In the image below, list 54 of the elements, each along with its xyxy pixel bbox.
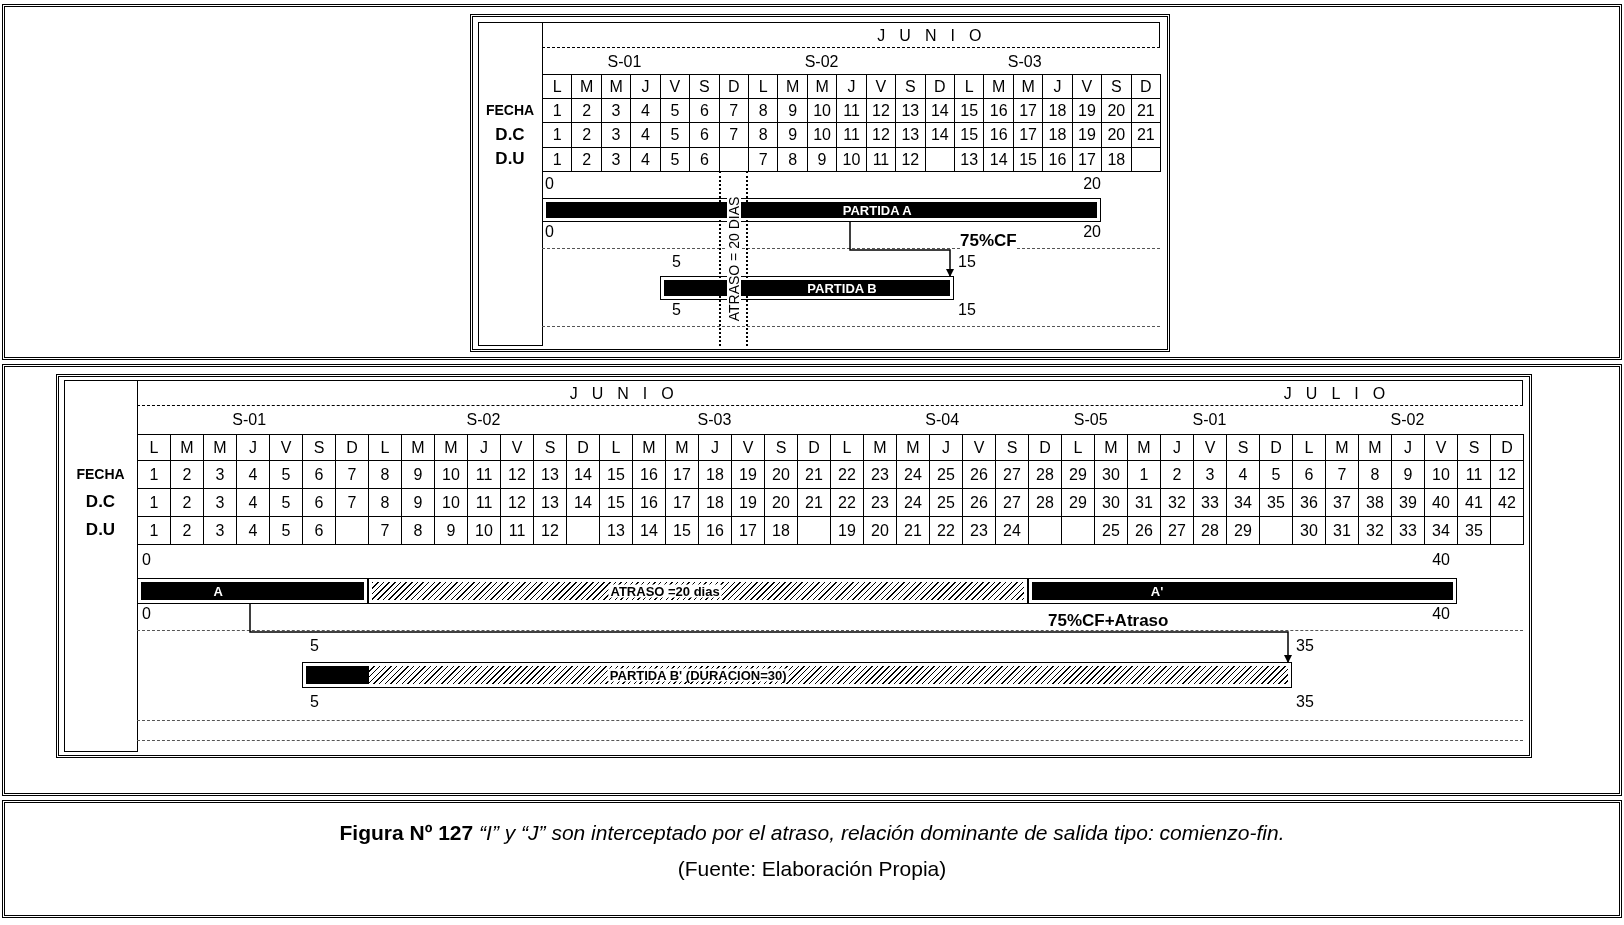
week-label: S-02	[1390, 412, 1425, 428]
month-header: JULIO	[1283, 386, 1400, 402]
bar-label: PARTIDA B' (DURACION=30)	[607, 668, 789, 682]
table-cell: D	[1130, 74, 1161, 99]
task-bar	[1028, 578, 1457, 604]
bar-value: 0	[545, 176, 554, 192]
edge-label: 75%CF+Atraso	[1048, 612, 1169, 629]
week-label: S-03	[697, 412, 732, 428]
week-label: S-01	[607, 54, 642, 70]
week-label: S-01	[232, 412, 267, 428]
bar-value: 40	[1432, 552, 1450, 568]
connector-arrow	[249, 603, 1292, 663]
bar-value: 5	[310, 694, 319, 710]
month-header: JUNIO	[569, 386, 688, 402]
bar-value: 0	[545, 224, 554, 240]
bar-value: 0	[142, 606, 151, 622]
bar-label: PARTIDA A	[842, 203, 912, 217]
bar-label: ATRASO =20 dias	[608, 584, 722, 598]
week-label: S-02	[804, 54, 839, 70]
bar-value: 15	[958, 302, 976, 318]
week-label: S-02	[466, 412, 501, 428]
row-header: D.U	[494, 148, 526, 170]
table-cell: D	[1490, 434, 1524, 461]
delay-bar	[368, 578, 1028, 604]
bar-value: 20	[1083, 224, 1101, 240]
bar-label: PARTIDA B	[807, 281, 877, 295]
delay-bar	[302, 662, 1292, 688]
week-label: S-01	[1192, 412, 1227, 428]
week-label: S-05	[1073, 412, 1108, 428]
source-note: (Fuente: Elaboración Propia)	[677, 858, 947, 879]
row-header: D.U	[84, 519, 117, 541]
bar-value: 35	[1296, 694, 1314, 710]
bar-value: 5	[310, 638, 319, 654]
bar-value: 20	[1083, 176, 1101, 192]
bar-value: 0	[142, 552, 151, 568]
bar-value: 15	[958, 254, 976, 270]
row-header: FECHA	[484, 101, 536, 120]
delay-label: ATRASO = 20 DIAS	[726, 196, 741, 321]
row-header: D.C	[494, 123, 526, 146]
week-label: S-04	[925, 412, 960, 428]
row-header: FECHA	[75, 465, 126, 484]
row-header: D.C	[84, 491, 117, 513]
bar-value: 5	[672, 254, 681, 270]
figure-caption: Figura Nº 127 “I” y “J” son interceptado por el atraso, relación dominante de salida tipo: comienzo-fin.	[339, 822, 1285, 843]
week-label: S-03	[1007, 54, 1042, 70]
bar-label: A'	[1150, 584, 1164, 598]
bar-value: 40	[1432, 606, 1450, 622]
connector-arrow	[849, 221, 954, 277]
bar-value: 35	[1296, 638, 1314, 654]
task-bar	[137, 578, 368, 604]
month-header: JUNIO	[877, 28, 996, 44]
bar-value: 5	[672, 302, 681, 318]
bar-label: A	[213, 584, 223, 598]
edge-label: 75%CF	[960, 232, 1017, 249]
